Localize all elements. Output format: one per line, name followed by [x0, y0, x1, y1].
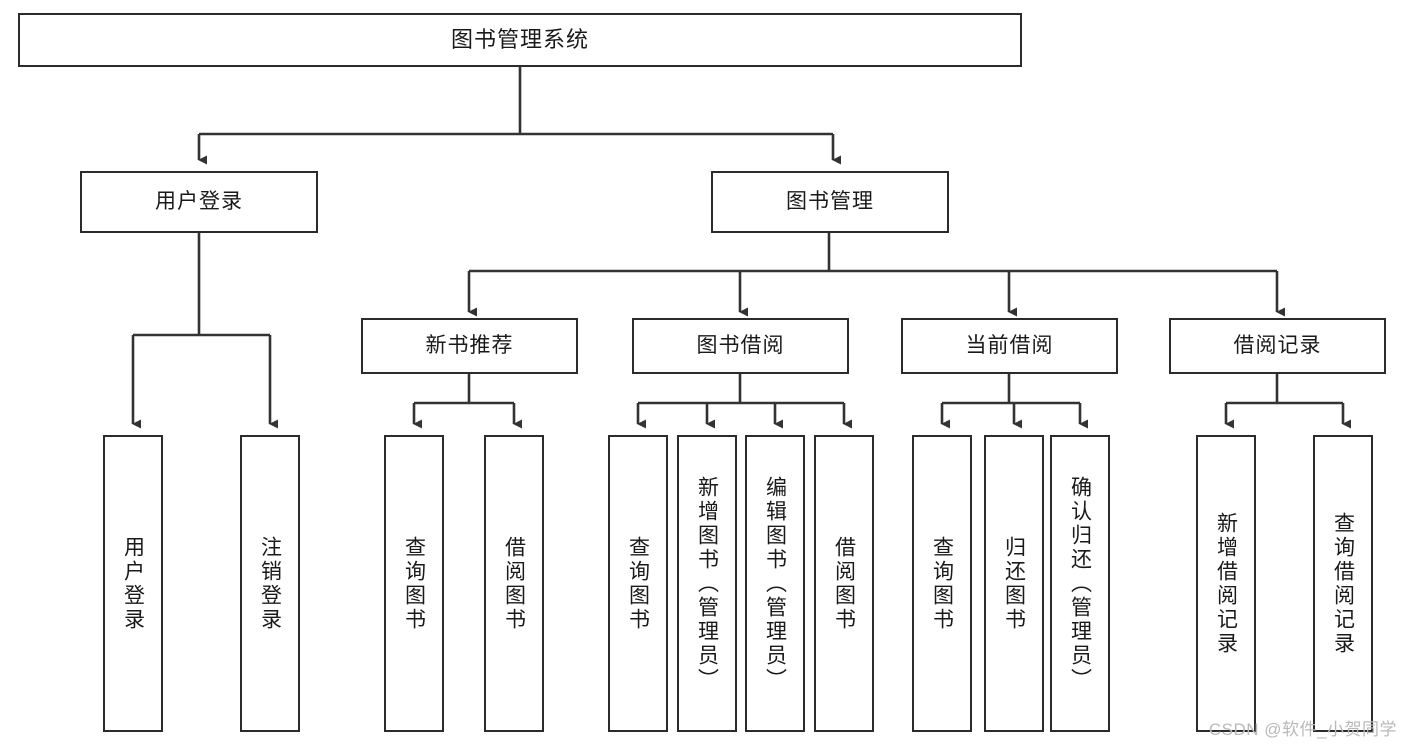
- leaf-return-book-label: 归还图书: [1002, 535, 1026, 632]
- leaf-return-book[interactable]: 归还图书: [984, 435, 1044, 732]
- node-user-login-label: 用户登录: [155, 189, 243, 213]
- leaf-borrow-book-2-label: 借阅图书: [832, 535, 856, 632]
- watermark-text: CSDN @软件_小贺同学: [1208, 720, 1397, 739]
- node-new-book-recommend[interactable]: 新书推荐: [361, 318, 578, 374]
- leaf-confirm-return-label: 确认归还（管理员）: [1068, 475, 1092, 692]
- node-book-borrow-label: 图书借阅: [696, 333, 785, 357]
- node-user-login[interactable]: 用户登录: [80, 171, 318, 233]
- leaf-query-record-label: 查询借阅记录: [1331, 511, 1355, 656]
- leaf-user-logout[interactable]: 注销登录: [240, 435, 300, 732]
- leaf-confirm-return[interactable]: 确认归还（管理员）: [1050, 435, 1110, 732]
- leaf-query-record[interactable]: 查询借阅记录: [1313, 435, 1373, 732]
- leaf-edit-book-label: 编辑图书（管理员）: [763, 475, 787, 692]
- leaf-edit-book[interactable]: 编辑图书（管理员）: [745, 435, 805, 732]
- node-book-management-label: 图书管理: [786, 189, 874, 213]
- leaf-query-book-2-label: 查询图书: [626, 535, 650, 632]
- leaf-add-record[interactable]: 新增借阅记录: [1196, 435, 1256, 732]
- leaf-borrow-book-1-label: 借阅图书: [502, 535, 526, 632]
- node-current-borrow[interactable]: 当前借阅: [901, 318, 1118, 374]
- node-book-management[interactable]: 图书管理: [711, 171, 949, 233]
- node-new-book-recommend-label: 新书推荐: [425, 333, 514, 357]
- leaf-query-book-3[interactable]: 查询图书: [912, 435, 972, 732]
- node-root-system[interactable]: 图书管理系统: [18, 13, 1022, 67]
- node-borrow-record[interactable]: 借阅记录: [1169, 318, 1386, 374]
- node-root-label: 图书管理系统: [450, 27, 589, 53]
- leaf-query-book-2[interactable]: 查询图书: [608, 435, 668, 732]
- leaf-query-book-1-label: 查询图书: [402, 535, 426, 632]
- leaf-query-book-3-label: 查询图书: [930, 535, 954, 632]
- leaf-query-book-1[interactable]: 查询图书: [384, 435, 444, 732]
- leaf-borrow-book-1[interactable]: 借阅图书: [484, 435, 544, 732]
- node-book-borrow[interactable]: 图书借阅: [632, 318, 849, 374]
- leaf-user-login[interactable]: 用户登录: [103, 435, 163, 732]
- leaf-add-book-label: 新增图书（管理员）: [695, 475, 719, 692]
- leaf-borrow-book-2[interactable]: 借阅图书: [814, 435, 874, 732]
- node-current-borrow-label: 当前借阅: [965, 333, 1054, 357]
- node-borrow-record-label: 借阅记录: [1233, 333, 1322, 357]
- leaf-add-book[interactable]: 新增图书（管理员）: [677, 435, 737, 732]
- leaf-user-login-label: 用户登录: [121, 535, 145, 632]
- leaf-user-logout-label: 注销登录: [258, 535, 282, 632]
- leaf-add-record-label: 新增借阅记录: [1214, 511, 1238, 656]
